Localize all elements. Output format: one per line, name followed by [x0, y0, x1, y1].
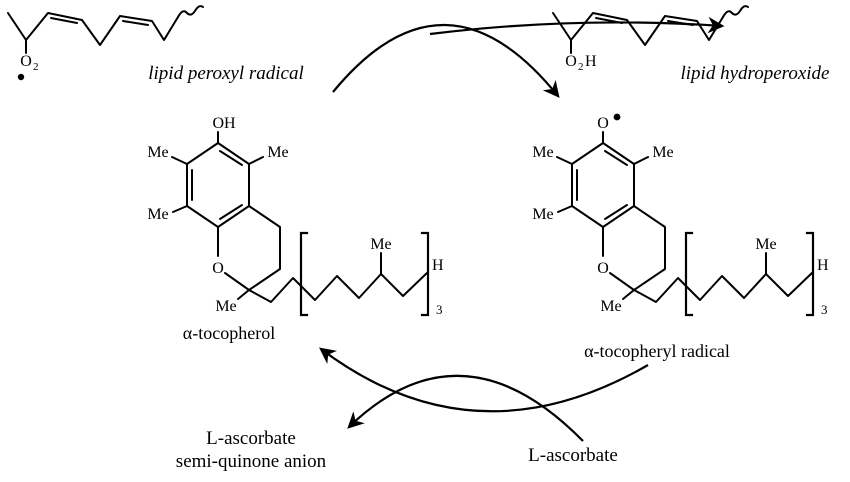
chain-continuation-squiggle	[177, 5, 204, 18]
aromatic-double-bonds	[191, 150, 243, 220]
pyran-ring	[602, 205, 666, 291]
methyl-label: Me	[532, 206, 553, 223]
alpha-tocopheryl-radical-label: α-tocopheryl radical	[584, 341, 730, 361]
methyl-label: Me	[652, 144, 673, 161]
hydroperoxide-oxygen-label: O	[565, 53, 577, 70]
tocopheryl-radical-dot	[613, 113, 621, 121]
peroxyl-oxygen-label: O	[20, 53, 32, 70]
benzene-ring	[571, 142, 635, 228]
methyl-label: Me	[147, 144, 168, 161]
peroxyl-radical-dot	[17, 73, 25, 81]
ascorbate-semiquinone-label-line2: semi-quinone anion	[176, 451, 327, 472]
right-bracket	[420, 231, 430, 317]
double-bond-line	[122, 20, 149, 26]
tocopherol-regeneration-arrow	[319, 347, 649, 413]
methyl-label: Me	[532, 144, 553, 161]
aromatic-double-bonds	[576, 150, 628, 220]
lipid-reaction-arrow	[429, 16, 725, 36]
methyl-label: Me	[600, 298, 621, 315]
phenoxyl-oxygen-label: O	[597, 115, 609, 132]
c2-methyl-bond	[622, 289, 635, 300]
hydroxyl-label: OH	[212, 115, 236, 132]
lipid-hydroperoxide-label: lipid hydroperoxide	[681, 63, 830, 84]
lipid-peroxyl-structure: O 2 lipid peroxyl radical	[7, 5, 304, 84]
left-bracket	[299, 231, 309, 317]
chain-end-hydrogen: H	[432, 257, 444, 274]
repeat-subscript: 3	[436, 302, 443, 317]
right-bracket	[805, 231, 815, 317]
phytyl-tail	[633, 271, 814, 303]
lipid-chain	[552, 12, 724, 54]
double-bond-line	[50, 17, 78, 24]
alpha-tocopherol-label: α-tocopherol	[183, 323, 275, 343]
repeat-subscript: 3	[821, 302, 828, 317]
methyl-label: Me	[755, 236, 776, 253]
ring-oxygen-label: O	[597, 260, 609, 277]
benzene-ring	[186, 142, 250, 228]
chain-end-hydrogen: H	[817, 257, 829, 274]
ascorbate-semiquinone-label-line1: L-ascorbate	[206, 428, 296, 449]
tocopherol-oxidation-arrow	[332, 23, 560, 98]
methyl-label: Me	[215, 298, 236, 315]
methyl-label: Me	[370, 236, 391, 253]
alpha-tocopherol-structure: OH Me Me Me O Me Me H 3 α-tocopherol	[147, 115, 444, 343]
peroxyl-oxygen-subscript: 2	[33, 61, 39, 73]
l-ascorbate-label: L-ascorbate	[528, 445, 618, 466]
left-bracket	[684, 231, 694, 317]
hydroperoxide-oxygen-subscript: 2	[578, 61, 584, 73]
chain-continuation-squiggle	[722, 5, 749, 18]
methyl-label: Me	[147, 206, 168, 223]
methyl-bonds	[171, 156, 264, 213]
cycle-arrows	[319, 16, 725, 442]
c2-methyl-bond	[237, 289, 250, 300]
methyl-label: Me	[267, 144, 288, 161]
ascorbate-oxidation-arrow	[347, 374, 584, 442]
ascorbate-labels: L-ascorbate L-ascorbate semi-quinone ani…	[176, 428, 618, 472]
hydroperoxide-hydrogen-label: H	[585, 53, 597, 70]
lipid-peroxyl-radical-label: lipid peroxyl radical	[148, 63, 304, 84]
lipid-chain	[7, 12, 179, 54]
phytyl-tail	[248, 271, 429, 303]
pyran-ring	[217, 205, 281, 291]
ring-oxygen-label: O	[212, 260, 224, 277]
lipid-hydroperoxide-structure: O 2 H lipid hydroperoxide	[552, 5, 830, 84]
methyl-bonds	[556, 156, 649, 213]
alpha-tocopheryl-radical-structure: O Me Me Me O Me Me H 3 α-tocopheryl radi…	[532, 113, 829, 361]
